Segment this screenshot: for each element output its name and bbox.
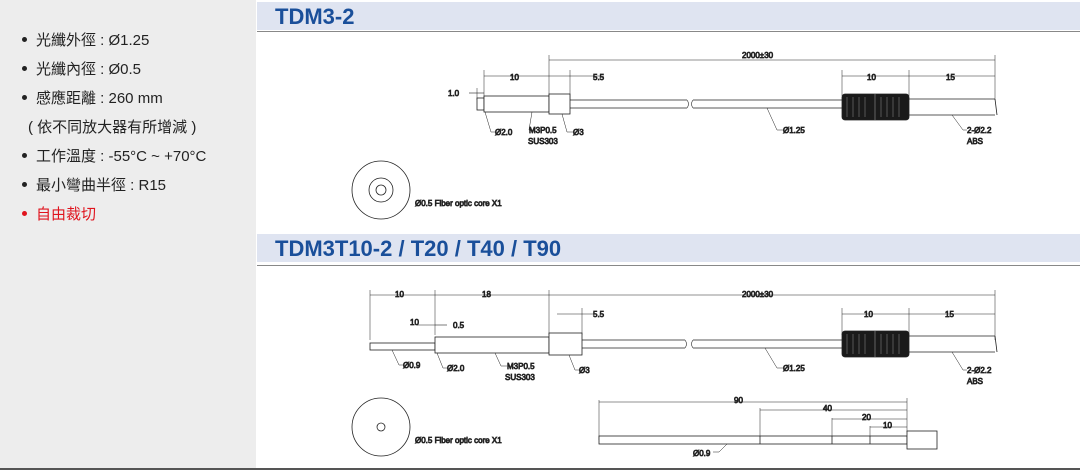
spec-item: 光纖外徑 : Ø1.25 (22, 30, 206, 59)
dim-grip: 10 (867, 73, 876, 82)
section-header: TDM3-2 (257, 2, 1080, 30)
labels-tdm3t10: 10 18 2000±30 10 0.5 5.5 10 15 Ø0.9 Ø2.0… (395, 290, 993, 459)
dim-sleeve: 5.5 (593, 73, 605, 82)
spec-text: 光纖外徑 : Ø1.25 (36, 32, 150, 49)
label-sleeve-dia: Ø3 (573, 128, 584, 137)
spec-item: 光纖內徑 : Ø0.5 (22, 59, 206, 88)
label-tail-dia: 2-Ø2.2 (967, 366, 992, 375)
variant-label-40: 40 (823, 404, 832, 413)
label-tail-material: ABS (967, 137, 983, 146)
dim-tail: 15 (946, 73, 955, 82)
label-sleeve-dia: Ø3 (579, 366, 590, 375)
extension-lines (476, 55, 996, 100)
spec-list: 光纖外徑 : Ø1.25 光纖內徑 : Ø0.5 感應距離 : 260 mm (… (22, 30, 206, 233)
bottom-border (0, 468, 1080, 470)
label-thread: M3P0.5 (507, 362, 535, 371)
label-fiber-dia: Ø1.25 (783, 126, 805, 135)
technical-drawings: 2000±30 10 5.5 1.0 10 15 Ø2.0 M3P0.5 SUS… (351, 51, 998, 459)
spec-text: 工作溫度 : -55°C ~ +70°C (36, 148, 207, 165)
dim-needle-2: 10 (410, 318, 419, 327)
variant-label-90: 90 (734, 396, 743, 405)
leader-lines (391, 347, 967, 371)
spec-item: 工作溫度 : -55°C ~ +70°C (22, 146, 206, 175)
variant-label-dia: Ø0.9 (693, 449, 711, 458)
core-note: Ø0.5 Fiber optic core X1 (415, 436, 502, 445)
dim-total: 2000±30 (742, 51, 774, 60)
dimension-lines (469, 59, 995, 94)
dim-tip: 10 (510, 73, 519, 82)
label-tail-dia: 2-Ø2.2 (967, 126, 992, 135)
sensor-head (369, 332, 842, 356)
variant-label-10: 10 (883, 421, 892, 430)
variant-label-20: 20 (862, 413, 871, 422)
dim-tail: 15 (945, 310, 954, 319)
dim-sleeve: 5.5 (593, 310, 605, 319)
bullet-icon (22, 152, 27, 158)
bullet-icon (22, 181, 27, 187)
labels-tdm3-2: 2000±30 10 5.5 1.0 10 15 Ø2.0 M3P0.5 SUS… (415, 51, 993, 209)
dim-body: 18 (482, 290, 491, 299)
bullet-icon (22, 36, 27, 42)
label-needle-dia: Ø0.9 (403, 361, 421, 370)
grip-block (841, 93, 998, 121)
label-sleeve-material: SUS303 (505, 373, 535, 382)
spec-item-highlight: 自由裁切 (22, 204, 206, 233)
section-title: TDM3-2 (275, 4, 355, 29)
fiber-cross-section (351, 160, 411, 220)
divider (257, 265, 1080, 266)
drawing-tdm3t10 (351, 290, 998, 457)
core-note: Ø0.5 Fiber optic core X1 (415, 199, 502, 208)
divider (257, 31, 1080, 32)
extension-lines (369, 290, 996, 340)
dim-total: 2000±30 (742, 290, 774, 299)
label-fiber-dia: Ø1.25 (783, 364, 805, 373)
spec-text: 自由裁切 (36, 206, 97, 223)
label-sleeve-material: SUS303 (528, 137, 558, 146)
spec-text: 感應距離 : 260 mm (36, 90, 163, 107)
spec-sidebar: 光纖外徑 : Ø1.25 光纖內徑 : Ø0.5 感應距離 : 260 mm (… (0, 0, 256, 468)
section-title: TDM3T10-2 / T20 / T40 / T90 (275, 236, 562, 261)
spec-text: 光纖內徑 : Ø0.5 (36, 61, 142, 78)
sensor-head (476, 93, 842, 115)
leader-lines (484, 107, 967, 133)
dim-step: 0.5 (453, 321, 465, 330)
dimension-lines (370, 294, 995, 326)
spec-item: 最小彎曲半徑 : R15 (22, 175, 206, 204)
spec-item: 感應距離 : 260 mm (22, 88, 206, 117)
label-tail-material: ABS (967, 377, 983, 386)
grip-block (841, 330, 998, 358)
bullet-icon (22, 65, 27, 71)
spec-note: ( 依不同放大器有所增減 ) (22, 117, 206, 146)
section-header: TDM3T10-2 / T20 / T40 / T90 (257, 234, 1080, 262)
dim-grip: 10 (864, 310, 873, 319)
bullet-icon (22, 94, 27, 100)
spec-text: ( 依不同放大器有所增減 ) (28, 119, 197, 136)
drawing-tdm3-2 (351, 55, 998, 220)
fiber-cross-section (351, 397, 411, 457)
bullet-icon (22, 210, 27, 216)
label-thread: M3P0.5 (529, 126, 557, 135)
label-body-dia: Ø2.0 (447, 364, 465, 373)
needle-variants-drawing (598, 398, 938, 453)
dim-needle: 10 (395, 290, 404, 299)
label-tip-dia: Ø2.0 (495, 128, 513, 137)
dim-tip-ext: 1.0 (448, 89, 460, 98)
drawing-area: TDM3-2 TDM3T10-2 / T20 / T40 / T90 (257, 0, 1080, 471)
spec-text: 最小彎曲半徑 : R15 (36, 177, 167, 194)
